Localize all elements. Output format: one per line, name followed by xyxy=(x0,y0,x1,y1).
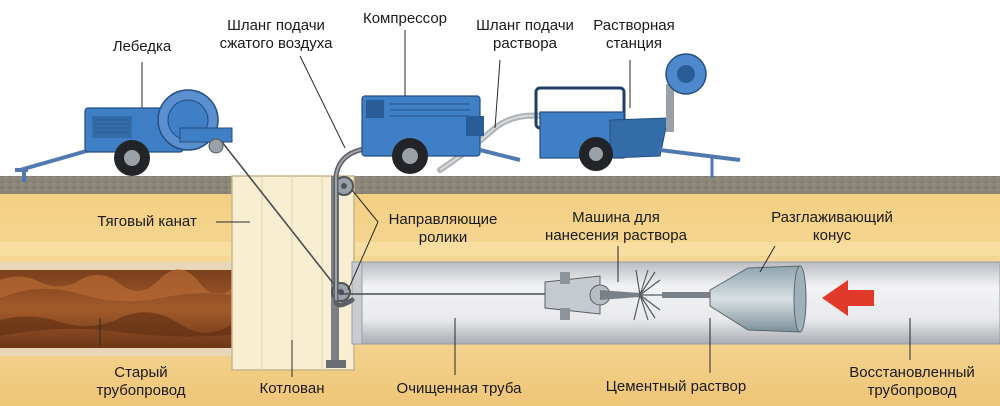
smoothing-cone xyxy=(709,265,807,333)
compressor-icon xyxy=(361,95,521,174)
mortar-station-icon xyxy=(534,53,741,178)
label-compressor: Компрессор xyxy=(362,10,448,27)
old-pipeline xyxy=(0,261,249,357)
label-cement-mortar: Цементный раствор xyxy=(605,378,747,395)
label-cleaned-pipe: Очищенная труба xyxy=(396,380,522,397)
label-traction-rope: Тяговый канат xyxy=(97,213,197,230)
leader-lines xyxy=(99,30,911,377)
traction-rope xyxy=(221,141,545,295)
cleaned-pipe xyxy=(351,261,1000,345)
ground-surface xyxy=(0,176,1000,194)
direction-arrow-icon xyxy=(822,280,874,316)
mortar-machine xyxy=(544,269,710,321)
label-winch: Лебедка xyxy=(112,38,172,55)
label-pit: Котлован xyxy=(259,380,325,397)
winch-icon xyxy=(15,89,233,182)
